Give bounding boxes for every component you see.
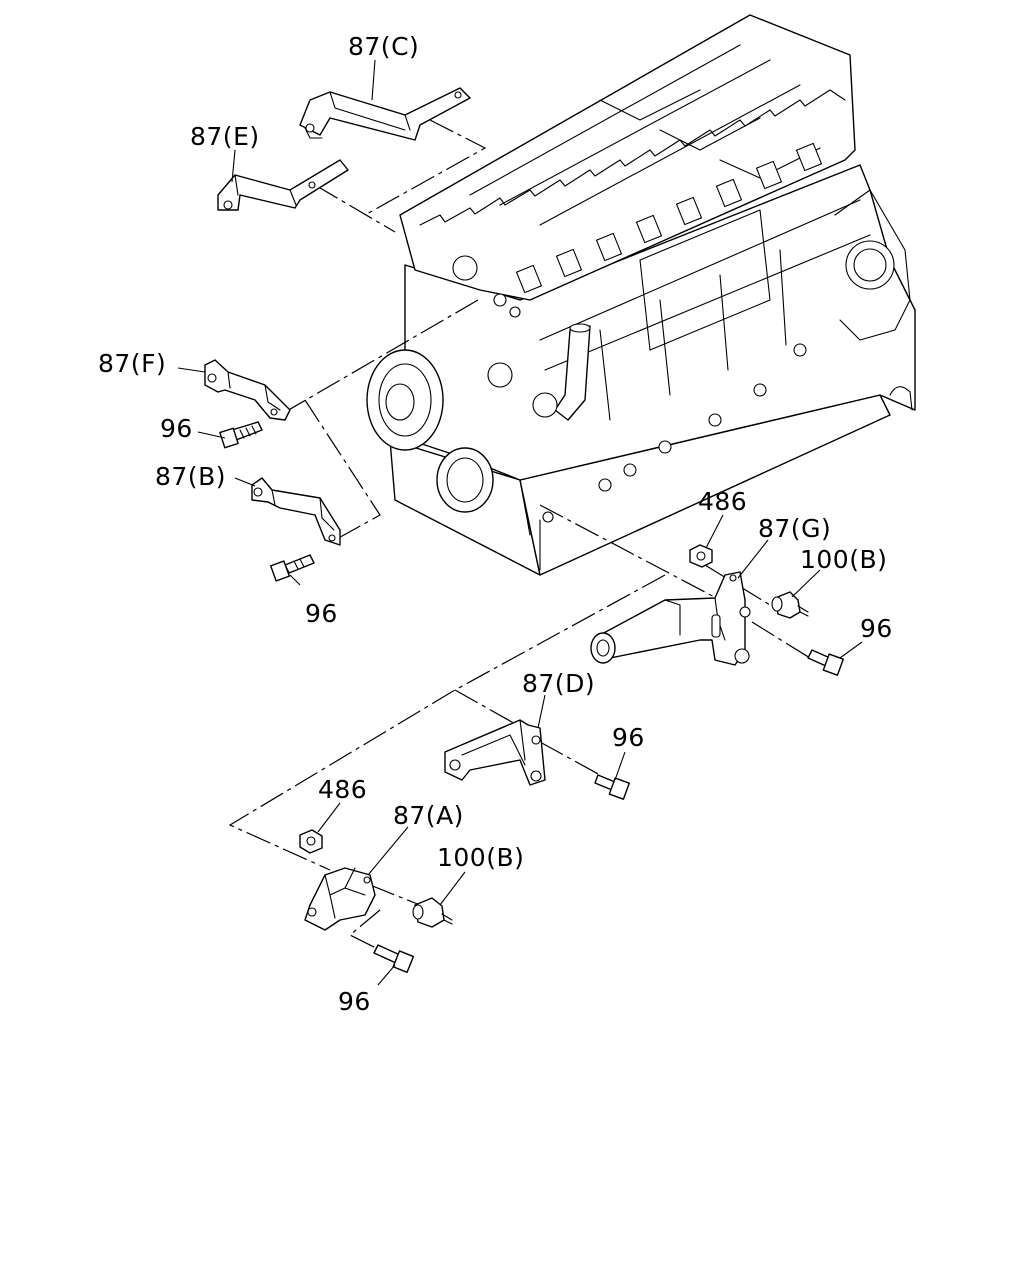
label-87d: 87(D) bbox=[522, 669, 595, 698]
bolt-96-upper bbox=[219, 421, 263, 449]
label-87e: 87(E) bbox=[190, 122, 260, 151]
bolt-96-right bbox=[807, 649, 844, 676]
rubber-mount-100b-lower bbox=[412, 897, 453, 928]
callout-labels: 87(C) 87(E) 87(F) 96 87(B) 96 486 87(G) … bbox=[98, 32, 893, 1016]
bracket-87a bbox=[304, 867, 376, 931]
bolt-96-bottom bbox=[373, 944, 415, 974]
crank-pulley bbox=[366, 349, 444, 451]
label-486-lower: 486 bbox=[318, 775, 367, 804]
label-87c: 87(C) bbox=[348, 32, 419, 61]
label-100b-upper: 100(B) bbox=[800, 545, 887, 574]
label-96-left: 96 bbox=[305, 599, 338, 628]
label-87f: 87(F) bbox=[98, 349, 166, 378]
manifold-ports bbox=[515, 142, 823, 294]
label-87b: 87(B) bbox=[155, 462, 226, 491]
label-87g: 87(G) bbox=[758, 514, 831, 543]
bracket-87e bbox=[217, 159, 349, 211]
label-87a: 87(A) bbox=[393, 801, 464, 830]
bracket-87c bbox=[299, 87, 471, 141]
label-96-middle: 96 bbox=[612, 723, 645, 752]
nut-486-lower bbox=[299, 829, 323, 854]
rubber-mount-100b-upper bbox=[771, 591, 809, 619]
label-96-upper: 96 bbox=[160, 414, 193, 443]
bolt-96-left bbox=[269, 554, 315, 582]
engine-block bbox=[366, 14, 916, 576]
bracket-87g bbox=[590, 571, 751, 666]
label-486-upper: 486 bbox=[698, 487, 747, 516]
nut-486-upper bbox=[689, 544, 713, 568]
bolt-96-middle bbox=[594, 774, 630, 800]
label-96-right: 96 bbox=[860, 614, 893, 643]
bracket-87f bbox=[204, 359, 291, 421]
label-96-bottom: 96 bbox=[338, 987, 371, 1016]
bracket-87b bbox=[251, 477, 341, 546]
leader-lines bbox=[177, 59, 863, 986]
bracket-87d bbox=[444, 719, 546, 786]
label-100b-lower: 100(B) bbox=[437, 843, 524, 872]
assembly-lines bbox=[228, 119, 811, 951]
